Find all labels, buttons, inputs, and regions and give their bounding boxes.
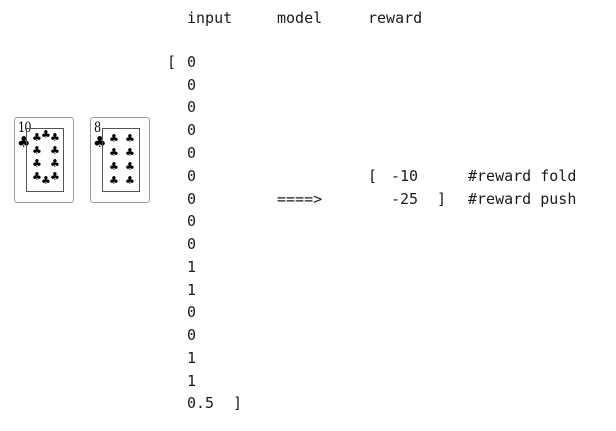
- model-arrow: ====>: [277, 190, 323, 208]
- input-close-bracket: ]: [233, 394, 243, 412]
- input-value: 1: [187, 372, 197, 390]
- playing-card-ten-of-clubs: 10 ♣ ♣ ♣ ♣ ♣ ♣ ♣ ♣ ♣ ♣ ♣: [14, 117, 74, 203]
- club-icon: ♣: [32, 131, 42, 144]
- club-icon: ♣: [109, 146, 119, 159]
- model-header: model: [277, 9, 323, 27]
- input-value: 0: [187, 303, 197, 321]
- club-icon: ♣: [32, 170, 42, 183]
- club-icon: ♣: [93, 133, 107, 151]
- input-value: 0: [187, 76, 197, 94]
- input-value: 0: [187, 212, 197, 230]
- club-icon: ♣: [125, 160, 135, 173]
- card-rank: 10: [18, 120, 31, 136]
- club-icon: ♣: [109, 174, 119, 187]
- input-header: input: [187, 9, 233, 27]
- input-value: 0.5: [187, 394, 215, 412]
- input-value: 1: [187, 258, 197, 276]
- input-value: 1: [187, 349, 197, 367]
- club-icon: ♣: [50, 170, 60, 183]
- input-open-bracket: [: [167, 53, 177, 71]
- card-face: ♣ ♣ ♣ ♣ ♣ ♣ ♣ ♣ ♣ ♣: [26, 128, 64, 192]
- club-icon: ♣: [50, 157, 60, 170]
- card-face: ♣ ♣ ♣ ♣ ♣ ♣ ♣ ♣: [102, 128, 140, 192]
- input-value: 0: [187, 121, 197, 139]
- input-value: 0: [187, 190, 197, 208]
- club-icon: ♣: [17, 133, 31, 151]
- club-icon: ♣: [41, 128, 51, 141]
- club-icon: ♣: [41, 174, 51, 187]
- reward-open-bracket: [: [368, 167, 378, 185]
- playing-card-eight-of-clubs: 8 ♣ ♣ ♣ ♣ ♣ ♣ ♣ ♣ ♣: [90, 117, 150, 203]
- card-rank: 8: [94, 120, 101, 136]
- input-value: 0: [187, 98, 197, 116]
- input-value: 0: [187, 53, 197, 71]
- club-icon: ♣: [125, 174, 135, 187]
- reward-value-fold: -10: [391, 167, 419, 185]
- reward-close-bracket: ]: [437, 190, 447, 208]
- input-value: 0: [187, 326, 197, 344]
- reward-header: reward: [368, 9, 423, 27]
- reward-comment-fold: #reward fold: [468, 167, 577, 185]
- club-icon: ♣: [125, 132, 135, 145]
- club-icon: ♣: [32, 157, 42, 170]
- club-icon: ♣: [109, 132, 119, 145]
- club-icon: ♣: [32, 144, 42, 157]
- reward-comment-push: #reward push: [468, 190, 577, 208]
- input-value: 1: [187, 281, 197, 299]
- club-icon: ♣: [109, 160, 119, 173]
- club-icon: ♣: [50, 144, 60, 157]
- input-value: 0: [187, 167, 197, 185]
- club-icon: ♣: [50, 131, 60, 144]
- club-icon: ♣: [125, 146, 135, 159]
- input-value: 0: [187, 235, 197, 253]
- reward-value-push: -25: [391, 190, 419, 208]
- input-value: 0: [187, 144, 197, 162]
